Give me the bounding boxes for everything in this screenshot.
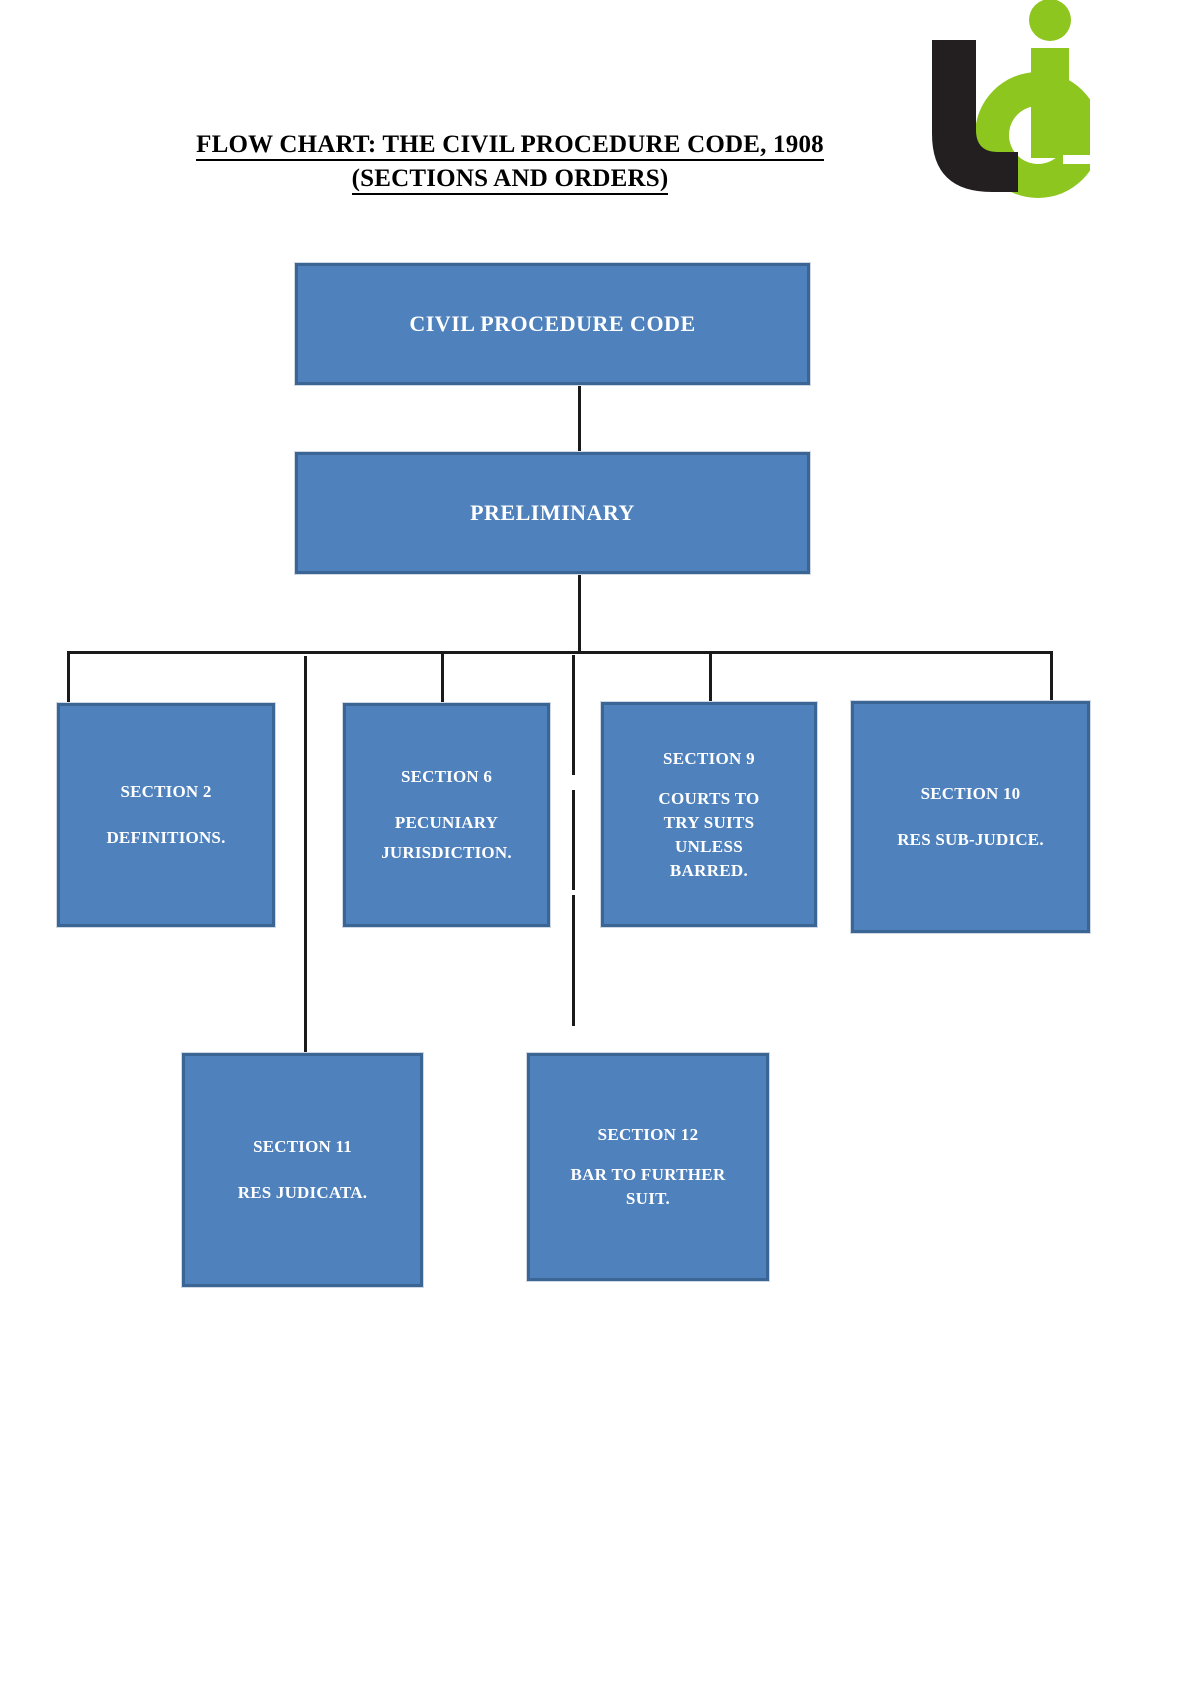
node-heading: SECTION 11 <box>253 1137 352 1156</box>
node-section-6[interactable]: SECTION 6 PECUNIARY JURISDICTION. <box>343 703 550 927</box>
node-civil-procedure-code[interactable]: CIVIL PROCEDURE CODE <box>295 263 810 385</box>
logo-b-shape-icon <box>932 40 1018 192</box>
node-subtitle-line-3: UNLESS <box>675 836 743 856</box>
connector-bus-to-section9 <box>709 651 712 707</box>
node-subtitle-line-2: TRY SUITS <box>663 812 755 832</box>
connector-root-to-preliminary <box>578 385 581 453</box>
node-preliminary[interactable]: PRELIMINARY <box>295 452 810 574</box>
node-heading: CIVIL PROCEDURE CODE <box>409 311 696 336</box>
connector-bus-to-section10 <box>1050 651 1053 705</box>
node-heading: SECTION 12 <box>597 1125 699 1144</box>
connector-trunk-to-section12-b <box>572 790 575 890</box>
connector-bus-to-section11 <box>304 656 307 1055</box>
node-section-9[interactable]: SECTION 9 COURTS TO TRY SUITS UNLESS BAR… <box>601 702 817 927</box>
connector-bus-to-section2 <box>67 651 70 708</box>
node-heading: SECTION 2 <box>120 782 212 801</box>
node-section-12[interactable]: SECTION 12 BAR TO FURTHER SUIT. <box>527 1053 769 1281</box>
connector-horizontal-bus <box>67 651 1053 654</box>
node-subtitle-line-1: RES SUB-JUDICE. <box>897 830 1044 849</box>
node-section-11[interactable]: SECTION 11 RES JUDICATA. <box>182 1053 423 1287</box>
node-heading: SECTION 6 <box>400 767 493 786</box>
connector-preliminary-trunk <box>578 574 581 653</box>
title-line-1: FLOW CHART: THE CIVIL PROCEDURE CODE, 19… <box>0 128 1020 162</box>
logo-i-stem-icon <box>1031 48 1069 158</box>
node-subtitle-line-1: COURTS TO <box>658 788 760 808</box>
node-section-2[interactable]: SECTION 2 DEFINITIONS. <box>57 703 275 927</box>
logo-notch-icon <box>1063 155 1093 164</box>
node-subtitle-line-2: SUIT. <box>625 1189 671 1208</box>
node-heading: PRELIMINARY <box>470 500 635 525</box>
logo-i-dot-icon <box>1029 0 1071 41</box>
node-subtitle-line-1: RES JUDICATA. <box>237 1183 368 1202</box>
connector-bus-to-section6 <box>441 651 444 707</box>
node-subtitle-line-2: JURISDICTION. <box>381 843 512 862</box>
node-subtitle-line-1: BAR TO FURTHER <box>570 1165 726 1184</box>
connector-trunk-to-section12-a <box>572 655 575 775</box>
node-section-10[interactable]: SECTION 10 RES SUB-JUDICE. <box>851 701 1090 933</box>
bci-logo <box>915 0 1101 200</box>
node-subtitle-line-1: PECUNIARY <box>394 813 499 832</box>
node-heading: SECTION 9 <box>663 748 755 768</box>
node-subtitle-line-4: BARRED. <box>669 860 749 880</box>
connector-trunk-to-section12-c <box>572 895 575 1026</box>
node-heading: SECTION 10 <box>920 784 1021 803</box>
title-line-2: (SECTIONS AND ORDERS) <box>0 162 1020 196</box>
node-subtitle-line-1: DEFINITIONS. <box>106 828 226 847</box>
page-title: FLOW CHART: THE CIVIL PROCEDURE CODE, 19… <box>0 128 1020 196</box>
